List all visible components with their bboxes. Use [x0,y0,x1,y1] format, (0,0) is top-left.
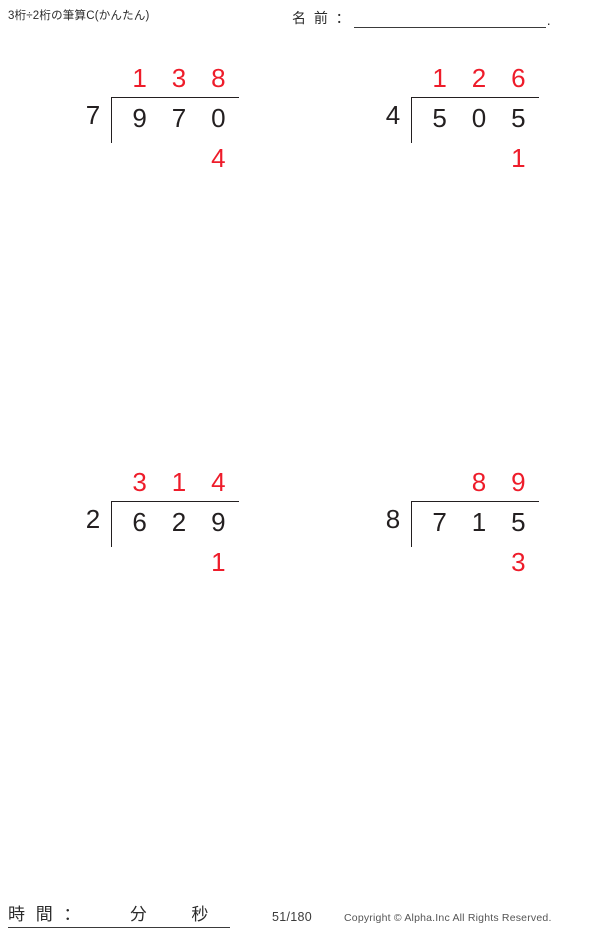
quotient-digit [420,468,459,496]
remainder-digit [459,144,498,172]
divisor: 4 [385,100,401,130]
remainder-digit [159,144,198,172]
name-input-line[interactable] [353,11,546,28]
dividend-digit: 9 [211,507,226,537]
dividend-digit: 7 [432,507,447,537]
quotient-digit: 1 [432,63,447,93]
remainder: 4 [120,144,238,172]
dividend-digit: 1 [471,507,487,537]
quotient-digit: 3 [132,467,147,497]
division-bracket [111,97,239,143]
problem-cell [300,262,600,464]
page-number: 51/180 [272,910,313,924]
dividend-digit: 9 [132,103,147,133]
remainder-digit [120,548,159,576]
dividend-digit: 5 [511,103,526,133]
name-trailing-dot: . [546,12,551,28]
dividend-digit: 2 [171,507,187,537]
minutes-unit-label: 分 [129,905,147,924]
problem-row [0,262,600,464]
quotient-digit: 3 [171,63,187,93]
time-record-block[interactable]: 時 間 ： 分 秒 [8,900,230,928]
remainder: 1 [120,548,238,576]
quotient-digit: 8 [471,467,487,497]
name-field-label: 名 前 ： [292,10,352,26]
remainder-digit: 1 [511,143,526,173]
division-bracket [111,501,239,547]
quotient-digit: 8 [211,63,226,93]
remainder: 3 [420,548,538,576]
quotient-digit: 1 [171,467,187,497]
remainder-digit [120,144,159,172]
dividend-digit: 5 [511,507,526,537]
remainder-digit: 4 [211,143,226,173]
name-field-block: 名 前 ： . [292,8,551,28]
dividend-digit: 5 [432,103,447,133]
quotient-digit: 9 [511,467,526,497]
remainder-digit: 3 [511,547,526,577]
remainder-digit [420,144,459,172]
problem-cell [0,666,300,868]
page-title: 3桁÷2桁の筆算C(かんたん) [8,10,150,22]
problem-cell [300,666,600,868]
problem-cell [0,262,300,464]
remainder-digit [459,548,498,576]
dividend-digit: 0 [471,103,487,133]
quotient-digit: 6 [511,63,526,93]
remainder-digit [420,548,459,576]
remainder-digit [159,548,198,576]
quotient-digit: 4 [211,467,226,497]
divisor: 8 [385,504,401,534]
divisor: 7 [85,100,101,130]
dividend-digit: 7 [171,103,187,133]
dividend-digit: 0 [211,103,226,133]
divisor: 2 [85,504,101,534]
dividend-digit: 6 [132,507,147,537]
copyright-notice: Copyright © Alpha.Inc All Rights Reserve… [344,912,552,924]
problem-row [0,666,600,868]
remainder-digit: 1 [211,547,226,577]
division-bracket [411,97,539,143]
quotient-digit: 2 [471,63,487,93]
quotient-digit: 1 [132,63,147,93]
remainder: 1 [420,144,538,172]
footer: 時 間 ： 分 秒 51/180 Copyright © Alpha.Inc A… [0,898,600,944]
seconds-unit-label: 秒 [191,905,209,924]
division-bracket [411,501,539,547]
time-label: 時 間 ： [8,905,84,924]
